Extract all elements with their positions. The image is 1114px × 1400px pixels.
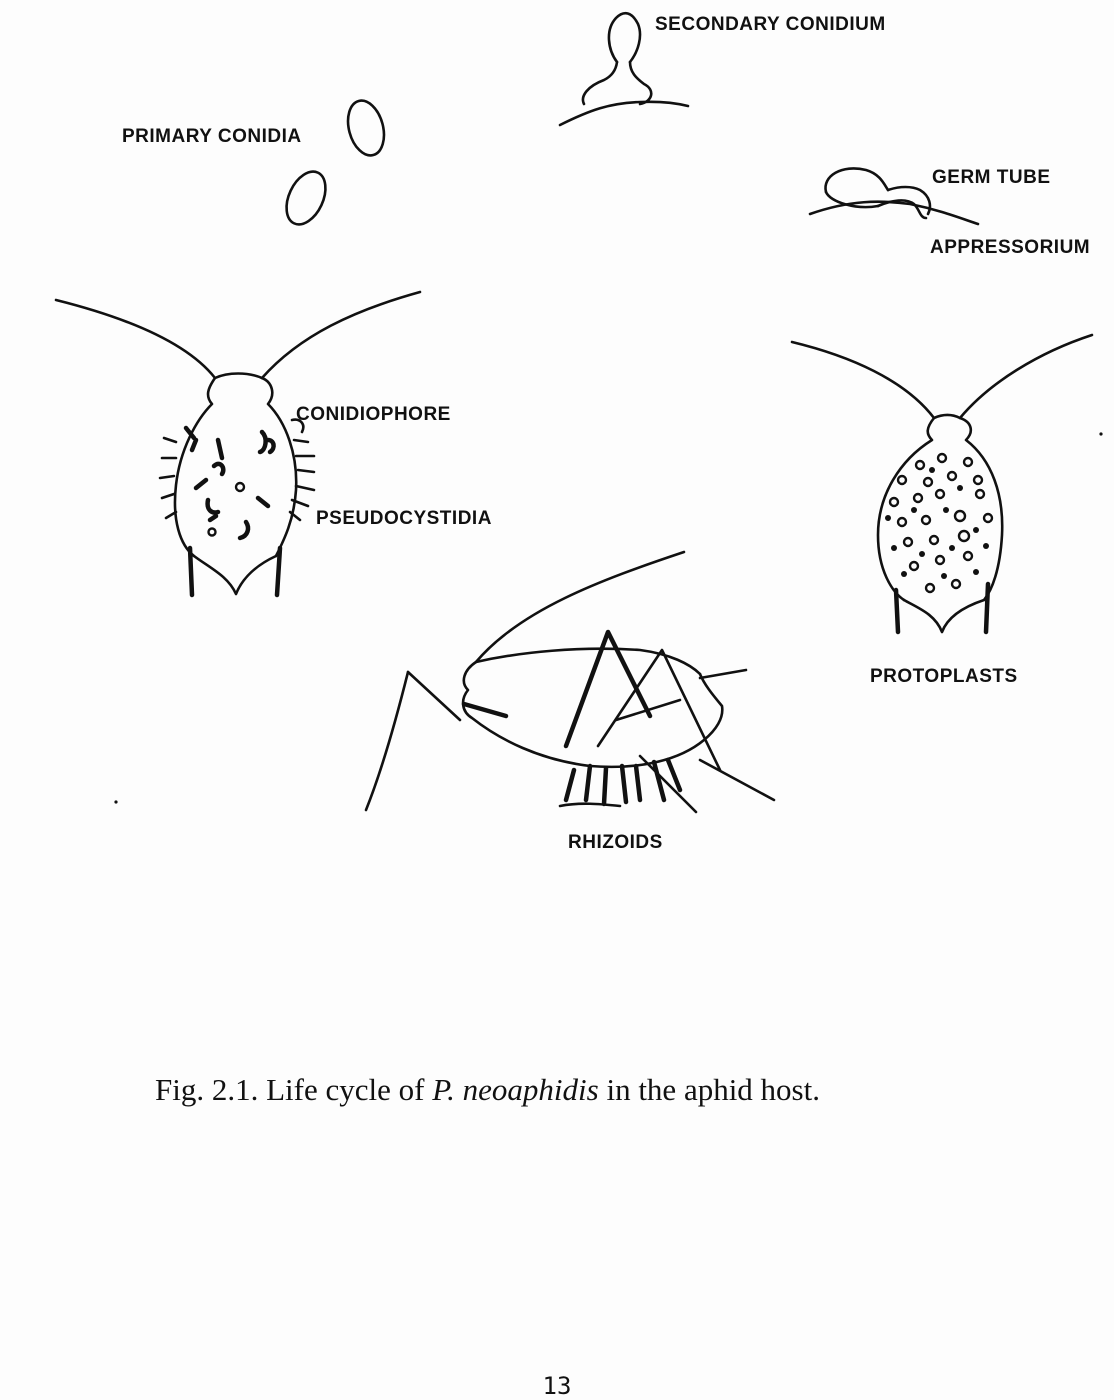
caption-species: P. neoaphidis <box>432 1072 599 1107</box>
caption-prefix: Fig. 2.1. Life cycle of <box>155 1072 432 1107</box>
label-germ-tube: GERM TUBE <box>932 167 1051 188</box>
life-cycle-diagram: SECONDARY CONIDIUM PRIMARY CONIDIA GERM … <box>0 0 1114 1050</box>
label-pseudocystidia: PSEUDOCYSTIDIA <box>316 508 492 529</box>
label-protoplasts: PROTOPLASTS <box>870 666 1018 687</box>
aphid-conidiophores-drawing <box>56 292 420 595</box>
label-conidiophore: CONIDIOPHORE <box>296 404 451 425</box>
label-primary-conidia: PRIMARY CONIDIA <box>122 126 302 147</box>
label-secondary-conidium: SECONDARY CONIDIUM <box>655 14 886 35</box>
label-rhizoids: RHIZOIDS <box>568 832 663 853</box>
figure-caption: Fig. 2.1. Life cycle of P. neoaphidis in… <box>155 1072 820 1108</box>
label-appressorium: APPRESSORIUM <box>930 237 1090 258</box>
aphid-protoplasts-drawing <box>792 335 1092 632</box>
caption-suffix: in the aphid host. <box>599 1072 820 1107</box>
page-number: 13 <box>0 1372 1114 1400</box>
primary-conidia-drawing <box>279 97 390 231</box>
aphid-rhizoids-drawing <box>366 552 774 812</box>
